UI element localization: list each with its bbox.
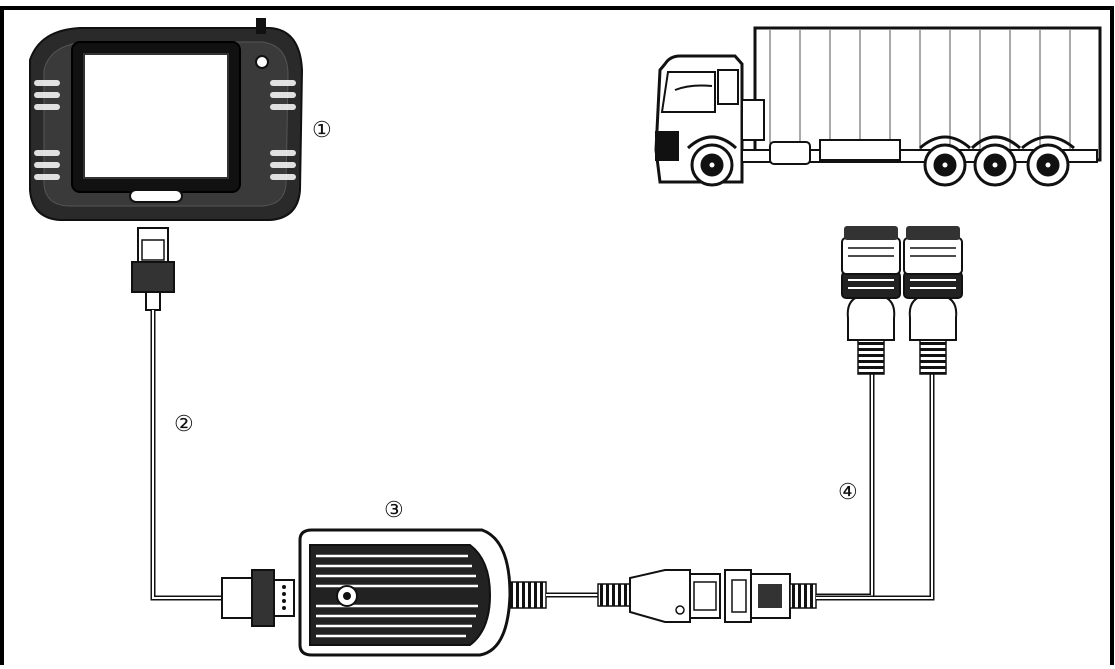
db9-connector-bottom <box>221 569 295 627</box>
truck-connector-left <box>841 226 901 375</box>
interface-adapter <box>298 528 512 657</box>
strain-relief-adapter <box>509 581 547 609</box>
label-device-number: ① <box>312 118 332 143</box>
label-cable-number: ② <box>174 412 194 437</box>
obd-socket <box>724 569 817 623</box>
diagnostic-tablet <box>29 18 304 221</box>
tablet-screen <box>83 53 229 179</box>
y-split-cable <box>816 372 935 601</box>
db9-connector-top <box>131 227 175 311</box>
truck-connector-right <box>903 226 963 375</box>
label-y-cable-number: ④ <box>838 480 858 505</box>
label-adapter-number: ③ <box>384 498 404 523</box>
obd-plug <box>629 569 721 623</box>
main-cable <box>150 310 222 601</box>
truck-illustration <box>654 26 1102 187</box>
